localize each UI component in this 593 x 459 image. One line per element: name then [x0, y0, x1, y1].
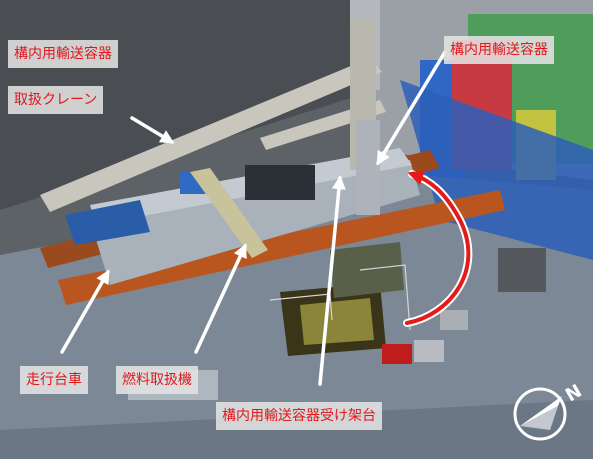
label-crane-line1: 構内用輸送容器 [8, 40, 118, 68]
label-fuel-machine: 燃料取扱機 [116, 366, 198, 394]
north-compass: N [510, 378, 590, 444]
red-machine [382, 344, 412, 364]
blue-motor [65, 200, 150, 245]
arrow-container [376, 50, 447, 166]
arrow-fuel-machine [194, 243, 247, 354]
arrow-trolley [60, 269, 110, 354]
trolley-equipment-box [245, 165, 315, 200]
label-trolley: 走行台車 [20, 366, 88, 394]
arrow-stand [318, 175, 346, 386]
rail-near [58, 190, 505, 305]
pit-inner [300, 298, 374, 345]
crane-hook [356, 120, 380, 215]
cabinet-right [498, 248, 546, 292]
compass-letter: N [562, 381, 586, 407]
fuel-machine-arm [190, 168, 268, 258]
label-crane-line2: 取扱クレーン [8, 86, 104, 114]
compass-icon: N [513, 381, 586, 441]
arrow-crane [130, 116, 175, 144]
crane-boom [40, 58, 382, 212]
grey-machine [414, 340, 444, 362]
grate [330, 242, 404, 298]
grey-machine-2 [440, 310, 468, 330]
label-container: 構内用輸送容器 [444, 36, 554, 64]
label-receiving-stand: 構内用輸送容器受け架台 [216, 402, 382, 430]
pointer-arrows [60, 50, 447, 386]
